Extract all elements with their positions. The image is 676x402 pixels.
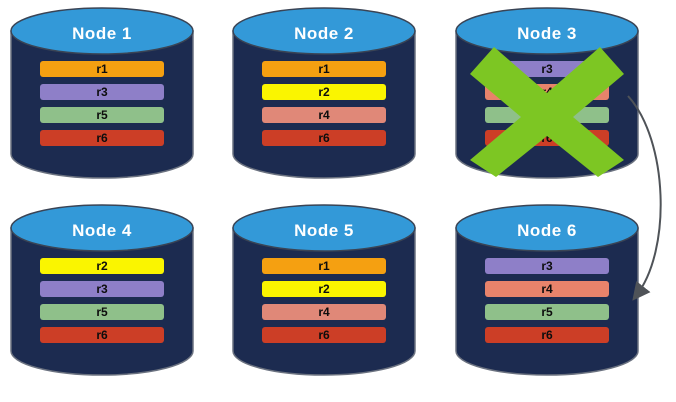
replica-row-r6[interactable]: r6 (262, 130, 386, 146)
replica-row-r1[interactable]: r1 (262, 258, 386, 274)
replica-row-r5[interactable]: r5 (485, 304, 609, 320)
replica-row-r5[interactable]: r5 (40, 107, 164, 123)
replica-row-r6[interactable]: r6 (485, 130, 609, 146)
replica-row-r1[interactable]: r1 (40, 61, 164, 77)
cylinder-top (10, 204, 194, 252)
replica-row-r6[interactable]: r6 (40, 130, 164, 146)
replica-row-list: r3 r4 r5 r6 (485, 61, 609, 153)
replica-row-r3[interactable]: r3 (485, 61, 609, 77)
replica-row-r4[interactable]: r4 (485, 84, 609, 100)
replica-row-list: r1 r2 r4 r6 (262, 258, 386, 350)
cylinder-top (455, 204, 639, 252)
replica-row-r2[interactable]: r2 (40, 258, 164, 274)
replica-row-r4[interactable]: r4 (485, 281, 609, 297)
replica-row-r3[interactable]: r3 (485, 258, 609, 274)
cylinder-top (10, 7, 194, 55)
replica-row-r1[interactable]: r1 (262, 61, 386, 77)
cylinder-top (232, 204, 416, 252)
replica-row-r4[interactable]: r4 (262, 304, 386, 320)
replica-row-list: r3 r4 r5 r6 (485, 258, 609, 350)
replica-row-list: r2 r3 r5 r6 (40, 258, 164, 350)
replica-row-r5[interactable]: r5 (485, 107, 609, 123)
cylinder-top (455, 7, 639, 55)
replica-row-r2[interactable]: r2 (262, 281, 386, 297)
replica-row-list: r1 r2 r4 r6 (262, 61, 386, 153)
replica-row-r4[interactable]: r4 (262, 107, 386, 123)
replica-row-r6[interactable]: r6 (40, 327, 164, 343)
cylinder-top (232, 7, 416, 55)
replica-row-r3[interactable]: r3 (40, 281, 164, 297)
replica-row-r6[interactable]: r6 (262, 327, 386, 343)
replica-row-r5[interactable]: r5 (40, 304, 164, 320)
replica-row-r3[interactable]: r3 (40, 84, 164, 100)
replica-row-list: r1 r3 r5 r6 (40, 61, 164, 153)
replica-row-r2[interactable]: r2 (262, 84, 386, 100)
replica-row-r6[interactable]: r6 (485, 327, 609, 343)
